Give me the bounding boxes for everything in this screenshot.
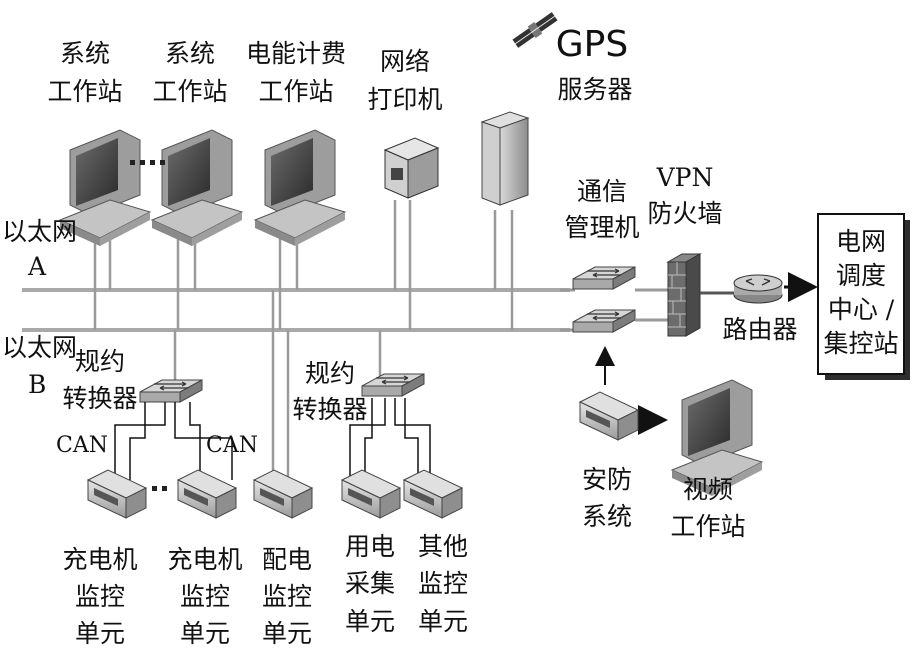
protocol-converter-1-icon (139, 379, 203, 403)
workstation-1-line-2: 工作站 (47, 77, 122, 106)
grid-center-line-2: 调度 (836, 261, 886, 290)
billing-ws-line-1: 电能计费 (246, 39, 346, 68)
converter-2-line-2: 转换器 (292, 395, 367, 424)
workstation-2-line-2: 工作站 (152, 77, 227, 106)
firewall-icon (666, 253, 702, 337)
unit-ellipsis (152, 486, 167, 491)
satellite-icon (512, 12, 558, 48)
unit-4-line-2: 采集 (345, 569, 395, 598)
unit-1-line-3: 单元 (75, 619, 125, 648)
gps-subtitle: 服务器 (557, 75, 632, 104)
billing-ws-line-2: 工作站 (258, 77, 333, 106)
printer-line-1: 网络 (380, 47, 430, 76)
unit-2-line-2: 监控 (180, 582, 230, 611)
security-line-1: 安防 (582, 465, 632, 494)
comm-manager-line-2: 管理机 (564, 213, 639, 242)
consumption-unit-icon (341, 469, 401, 519)
converter-1-line-1: 规约 (75, 347, 125, 376)
grid-center-line-3: 中心 / (828, 295, 895, 324)
grid-center-line-1: 电网 (836, 227, 886, 256)
security-device-icon (579, 391, 639, 441)
ellipsis-dots (130, 160, 165, 165)
unit-2-line-3: 单元 (180, 619, 230, 648)
printer-line-2: 打印机 (367, 85, 442, 114)
gps-server-icon (480, 111, 530, 206)
printer-icon (383, 137, 440, 199)
vpn-line-1: VPN (656, 163, 714, 192)
unit-5-line-1: 其他 (418, 532, 468, 561)
converter-1-line-2: 转换器 (62, 384, 137, 413)
gps-title: GPS (556, 24, 628, 65)
can-bus-lines (114, 402, 233, 480)
unit-2-line-1: 充电机 (167, 545, 242, 574)
ethernet-b-line-2: B (28, 370, 46, 399)
distribution-unit-icon (253, 469, 313, 519)
converter-2-line-1: 规约 (305, 359, 355, 388)
video-ws-line-1: 视频 (683, 475, 733, 504)
comm-manager-switch-2-icon (572, 309, 636, 333)
bus-drops (93, 200, 514, 480)
field-unit-labels: 充电机 监控 单元 充电机 监控 单元 配电 监控 单元 用电 采集 单元 其他… (62, 532, 468, 648)
unit-5-line-3: 单元 (418, 607, 468, 636)
router-icon (733, 274, 783, 304)
other-unit-icon (403, 469, 463, 519)
unit-3-line-1: 配电 (262, 545, 312, 574)
unit-3-line-2: 监控 (262, 582, 312, 611)
charger-unit-1-icon (87, 469, 147, 519)
video-ws-line-2: 工作站 (670, 512, 745, 541)
charger-unit-2-icon (177, 469, 237, 519)
can-label-2: CAN (206, 433, 258, 458)
comm-manager-switch-1-icon (572, 266, 636, 290)
billing-workstation-icon (254, 129, 346, 247)
grid-center-line-4: 集控站 (823, 329, 898, 358)
converter-2-lines (349, 398, 431, 478)
grid-dispatch-center-box: 电网 调度 中心 / 集控站 (817, 213, 910, 380)
workstation-1-line-1: 系统 (60, 39, 110, 68)
unit-3-line-3: 单元 (262, 619, 312, 648)
system-workstation-2-icon (151, 129, 243, 247)
unit-1-line-1: 充电机 (62, 545, 137, 574)
unit-5-line-2: 监控 (418, 569, 468, 598)
vpn-line-2: 防火墙 (647, 199, 722, 228)
protocol-converter-2-icon (361, 373, 425, 397)
comm-manager-line-1: 通信 (577, 177, 627, 206)
ethernet-a-line-2: A (27, 252, 47, 281)
unit-4-line-3: 单元 (345, 607, 395, 636)
workstation-2-line-1: 系统 (165, 39, 215, 68)
can-label-1: CAN (56, 433, 108, 458)
security-line-2: 系统 (582, 502, 632, 531)
ethernet-a-line-1: 以太网 (2, 217, 77, 246)
unit-1-line-2: 监控 (75, 582, 125, 611)
router-label: 路由器 (722, 315, 797, 344)
unit-4-line-1: 用电 (345, 532, 395, 561)
ethernet-b-line-1: 以太网 (2, 333, 77, 362)
